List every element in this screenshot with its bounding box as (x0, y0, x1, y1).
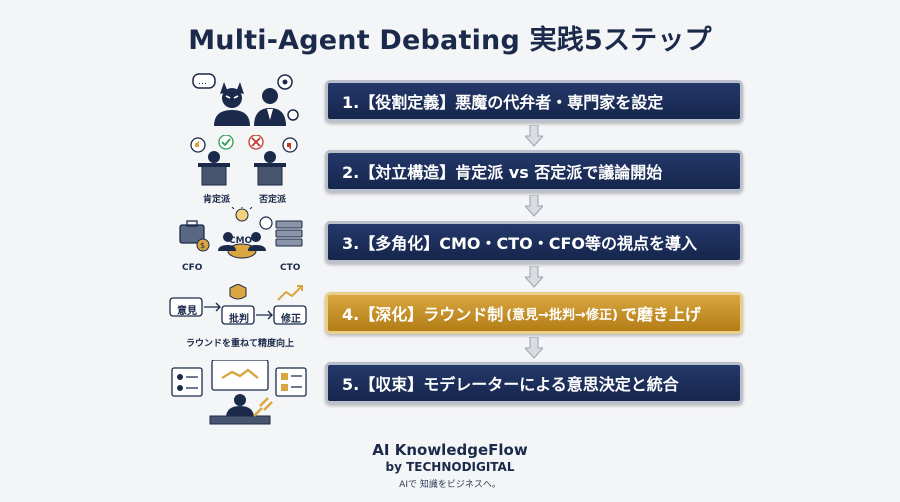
podium-debate-icon (190, 135, 298, 186)
svg-text:…: … (198, 77, 207, 87)
executive-perspectives-icon: $ (179, 207, 303, 259)
page-title: Multi-Agent Debating 実践5ステップ (188, 25, 712, 56)
arrow-down-icon (525, 337, 543, 359)
step-2-label: 2.【対立構造】肯定派 vs 否定派で議論開始 (342, 163, 663, 182)
opinion-box: 意見 (177, 306, 197, 317)
step-4-label: 4.【深化】ラウンド制 (342, 305, 504, 324)
footer-brand: AI KnowledgeFlow (372, 441, 528, 459)
step-3: 3.【多角化】CMO・CTO・CFO等の視点を導入 (325, 221, 743, 263)
step-5: 5.【収束】モデレーターによる意思決定と統合 (325, 362, 743, 404)
round-cycle-icon (169, 284, 307, 325)
negative-caption: 否定派 (259, 195, 287, 205)
moderator-decision-icon (171, 360, 307, 425)
step-1: 1.【役割定義】悪魔の代弁者・専門家を設定 (325, 80, 743, 122)
footer-by: by TECHNODIGITAL (385, 460, 515, 474)
arrow-down-icon (525, 266, 543, 288)
cto-caption: CTO (280, 263, 301, 273)
step-2: 2.【対立構造】肯定派 vs 否定派で議論開始 (325, 150, 743, 192)
step-3-label: 3.【多角化】CMO・CTO・CFO等の視点を導入 (342, 234, 698, 253)
step-4-round-detail: (意見→批判→修正) (506, 307, 618, 323)
cfo-caption: CFO (182, 263, 203, 273)
critique-box: 批判 (229, 314, 249, 325)
step-1-label: 1.【役割定義】悪魔の代弁者・専門家を設定 (342, 93, 664, 112)
round-caption: ラウンドを重ねて精度向上 (186, 339, 295, 349)
step-5-label: 5.【収束】モデレーターによる意思決定と統合 (342, 375, 679, 394)
footer-tagline: AIで 知識をビジネスへ。 (399, 480, 501, 490)
devil-and-expert-icon: … (192, 73, 299, 126)
arrow-down-icon (525, 195, 543, 217)
svg-text:$: $ (200, 241, 205, 250)
revision-box: 修正 (281, 314, 301, 325)
arrow-down-icon (525, 125, 543, 147)
step-4: 4.【深化】ラウンド制 (意見→批判→修正) で磨き上げ (325, 292, 743, 334)
step-4-label-end: で磨き上げ (620, 305, 701, 324)
cmo-caption: CMO (229, 236, 253, 246)
affirmative-caption: 肯定派 (203, 195, 231, 205)
